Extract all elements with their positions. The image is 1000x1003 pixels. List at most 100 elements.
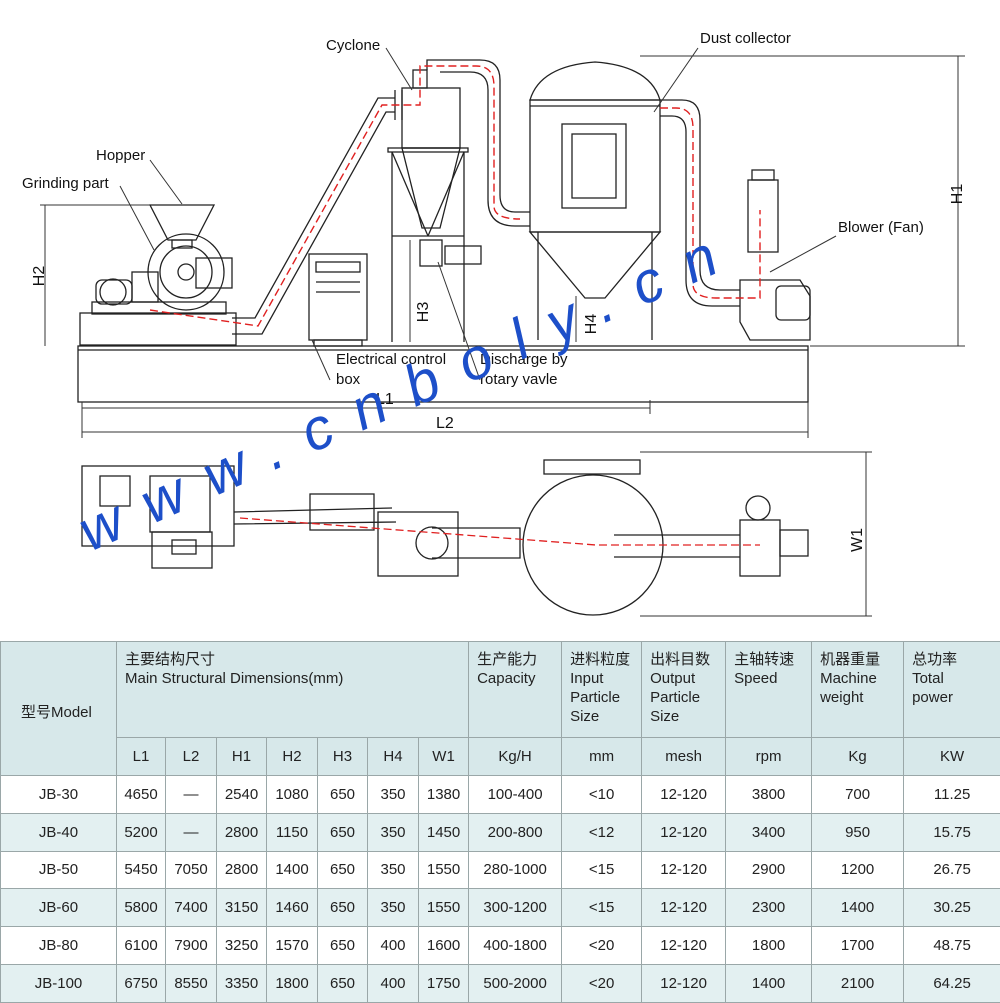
- value-cell: 5800: [117, 889, 166, 927]
- output-header-zh: 出料目数: [650, 650, 719, 669]
- value-cell: 400-1800: [469, 927, 562, 965]
- value-cell: 6100: [117, 927, 166, 965]
- value-cell: 1800: [267, 964, 318, 1002]
- value-cell: 12-120: [642, 813, 726, 851]
- model-cell: JB-40: [1, 813, 117, 851]
- value-cell: 1150: [267, 813, 318, 851]
- value-cell: 1460: [267, 889, 318, 927]
- hopper-label: Hopper: [96, 147, 145, 164]
- value-cell: 26.75: [904, 851, 1000, 889]
- value-cell: 1450: [419, 813, 469, 851]
- unit-cell: H3: [318, 738, 368, 776]
- value-cell: 1400: [812, 889, 904, 927]
- header-row: 型号Model 主要结构尺寸 Main Structural Dimension…: [1, 642, 1000, 738]
- model-cell: JB-50: [1, 851, 117, 889]
- value-cell: 2800: [217, 851, 267, 889]
- value-cell: 11.25: [904, 776, 1000, 814]
- unit-cell: mesh: [642, 738, 726, 776]
- value-cell: 500-2000: [469, 964, 562, 1002]
- value-cell: 12-120: [642, 964, 726, 1002]
- value-cell: 30.25: [904, 889, 1000, 927]
- value-cell: 1550: [419, 851, 469, 889]
- model-cell: JB-100: [1, 964, 117, 1002]
- value-cell: 650: [318, 813, 368, 851]
- grinding-part-label: Grinding part: [22, 175, 110, 192]
- value-cell: 7400: [166, 889, 217, 927]
- value-cell: 3400: [726, 813, 812, 851]
- value-cell: 1750: [419, 964, 469, 1002]
- unit-cell: L2: [166, 738, 217, 776]
- value-cell: 2800: [217, 813, 267, 851]
- model-header: 型号Model: [1, 642, 117, 776]
- value-cell: 12-120: [642, 776, 726, 814]
- feed-duct: [232, 98, 395, 334]
- dimensions-header: 主要结构尺寸 Main Structural Dimensions(mm): [117, 642, 469, 738]
- dimensions-header-en: Main Structural Dimensions(mm): [125, 669, 462, 688]
- input-header-en-1: Input: [570, 669, 635, 688]
- value-cell: <12: [562, 813, 642, 851]
- unit-cell: W1: [419, 738, 469, 776]
- output-size-header: 出料目数 Output Particle Size: [642, 642, 726, 738]
- input-header-zh: 进料粒度: [570, 650, 635, 669]
- value-cell: 350: [368, 813, 419, 851]
- h3-dimension: H3: [415, 302, 432, 323]
- input-size-header: 进料粒度 Input Particle Size: [562, 642, 642, 738]
- value-cell: 3150: [217, 889, 267, 927]
- unit-cell: H2: [267, 738, 318, 776]
- h2-dimension: H2: [31, 266, 48, 287]
- value-cell: 12-120: [642, 851, 726, 889]
- speed-header-zh: 主轴转速: [734, 650, 805, 669]
- h1-dimension: H1: [949, 184, 966, 205]
- model-cell: JB-60: [1, 889, 117, 927]
- value-cell: 100-400: [469, 776, 562, 814]
- power-header-zh: 总功率: [912, 650, 994, 669]
- value-cell: <20: [562, 927, 642, 965]
- unit-cell: rpm: [726, 738, 812, 776]
- cyclone: [388, 70, 481, 342]
- speed-header: 主轴转速 Speed: [726, 642, 812, 738]
- machine-layout-diagram: Cyclone Dust collector Hopper Grinding p…: [0, 0, 1000, 640]
- power-header: 总功率 Total power: [904, 642, 1000, 738]
- value-cell: 5200: [117, 813, 166, 851]
- value-cell: 650: [318, 851, 368, 889]
- value-cell: 200-800: [469, 813, 562, 851]
- value-cell: 3350: [217, 964, 267, 1002]
- grinding-mill: [80, 205, 236, 345]
- l2-dimension: L2: [436, 415, 454, 432]
- value-cell: 12-120: [642, 927, 726, 965]
- value-cell: 1400: [726, 964, 812, 1002]
- value-cell: 2300: [726, 889, 812, 927]
- unit-cell: Kg: [812, 738, 904, 776]
- value-cell: 8550: [166, 964, 217, 1002]
- value-cell: 2540: [217, 776, 267, 814]
- blower-fan: [740, 170, 810, 340]
- unit-cell: H1: [217, 738, 267, 776]
- dimensions-header-zh: 主要结构尺寸: [125, 650, 462, 669]
- value-cell: 2900: [726, 851, 812, 889]
- value-cell: 400: [368, 927, 419, 965]
- power-header-en-1: Total: [912, 669, 994, 688]
- spec-table: 型号Model 主要结构尺寸 Main Structural Dimension…: [0, 641, 1000, 1003]
- value-cell: 4650: [117, 776, 166, 814]
- value-cell: 400: [368, 964, 419, 1002]
- units-row: L1 L2 H1 H2 H3 H4 W1 Kg/H mm mesh rpm Kg…: [1, 738, 1000, 776]
- weight-header-zh: 机器重量: [820, 650, 897, 669]
- unit-cell: Kg/H: [469, 738, 562, 776]
- weight-header-en-1: Machine: [820, 669, 897, 688]
- electrical-control-box: [309, 254, 367, 346]
- value-cell: 1200: [812, 851, 904, 889]
- cyclone-label: Cyclone: [326, 37, 380, 54]
- value-cell: 2100: [812, 964, 904, 1002]
- value-cell: <10: [562, 776, 642, 814]
- value-cell: 3250: [217, 927, 267, 965]
- output-header-en-2: Particle: [650, 688, 719, 707]
- value-cell: 350: [368, 889, 419, 927]
- blower-label: Blower (Fan): [838, 219, 924, 236]
- value-cell: 350: [368, 776, 419, 814]
- w1-dimension: W1: [849, 528, 866, 552]
- value-cell: 5450: [117, 851, 166, 889]
- weight-header: 机器重量 Machine weight: [812, 642, 904, 738]
